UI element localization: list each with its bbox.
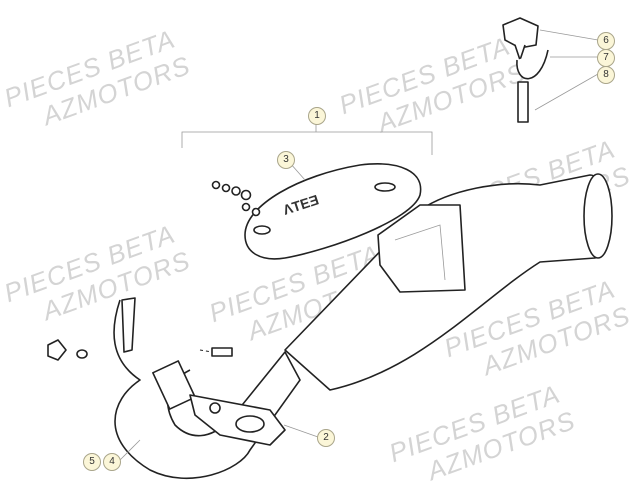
callout-2: 2 — [317, 429, 335, 447]
bracket-and-hoses — [502, 17, 599, 123]
callout-4: 4 — [103, 453, 121, 471]
callout-6: 6 — [597, 32, 615, 50]
callout-8: 8 — [597, 66, 615, 84]
assembly-bracket — [181, 124, 433, 155]
callout-3: 3 — [277, 151, 295, 169]
muffler — [284, 173, 613, 391]
heat-shield: ΛTEƎ — [244, 163, 422, 260]
nut-and-bolt — [47, 339, 233, 361]
callout-5: 5 — [83, 453, 101, 471]
header-pipe — [113, 297, 301, 480]
shield-fasteners — [211, 180, 261, 217]
callout-7: 7 — [597, 49, 615, 67]
callout-1: 1 — [308, 107, 326, 125]
